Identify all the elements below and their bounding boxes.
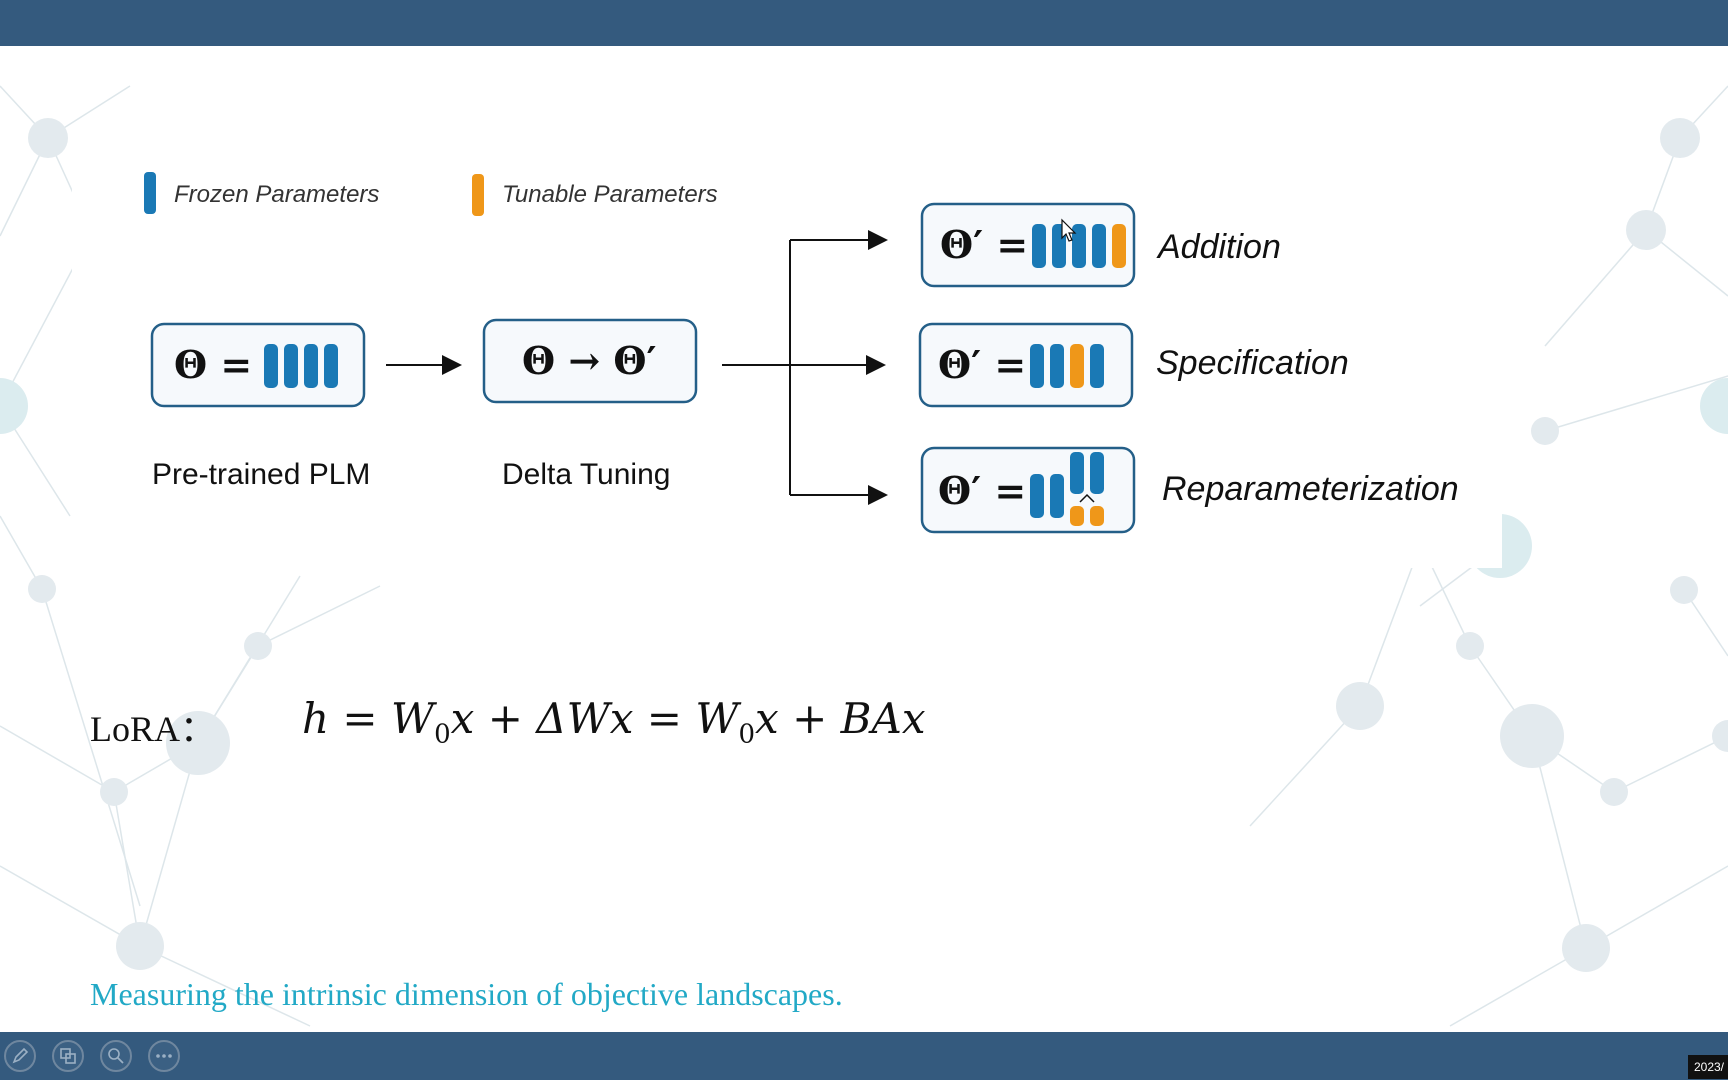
plm-caption: Pre-trained PLM <box>152 458 370 491</box>
frozen-legend-swatch <box>144 172 156 214</box>
mouse-cursor-icon <box>1061 218 1077 242</box>
frozen-legend-label: Frozen Parameters <box>174 181 379 208</box>
specification-box-label: Θ′ = <box>938 342 1026 387</box>
reference-link[interactable]: Measuring the intrinsic dimension of obj… <box>90 976 843 1012</box>
addition-bars <box>1032 224 1126 268</box>
formula-subscript-1: 0 <box>434 719 451 750</box>
lora-label: LoRA： <box>90 709 217 749</box>
method-specification: Specification <box>1156 344 1349 382</box>
presentation-toolbar <box>0 1032 1728 1080</box>
pen-icon <box>12 1047 29 1064</box>
plm-box-label: Θ = <box>174 342 252 387</box>
formula-part-3: x + BAx <box>755 694 926 743</box>
formula-subscript-2: 0 <box>738 719 756 750</box>
zoom-button[interactable] <box>100 1040 132 1072</box>
plm-frozen-bars <box>264 344 338 388</box>
delta-tuning-diagram: Frozen Parameters Tunable Parameters Θ =… <box>144 172 1459 534</box>
presentation-top-bar <box>0 0 1728 46</box>
slides-icon <box>60 1048 76 1064</box>
more-button[interactable] <box>148 1040 180 1072</box>
lora-formula: h = W0x + ΔWx = W0x + BAx <box>302 694 926 749</box>
zoom-icon <box>108 1048 124 1064</box>
tunable-legend-swatch <box>472 174 484 216</box>
pen-button[interactable] <box>4 1040 36 1072</box>
delta-box <box>482 318 698 404</box>
slides-button[interactable] <box>52 1040 84 1072</box>
formula-part-2: x + ΔWx = W <box>450 694 739 743</box>
method-reparameterization: Reparameterization <box>1162 470 1459 508</box>
delta-tuning-figure: Frozen Parameters Tunable Parameters Θ =… <box>72 150 1502 568</box>
reparameterization-bars <box>1030 452 1104 526</box>
tunable-legend-label: Tunable Parameters <box>502 181 718 208</box>
branch-arrows <box>722 230 888 505</box>
clock-date: 2023/ <box>1687 1055 1728 1079</box>
addition-box-label: Θ′ = <box>940 222 1028 267</box>
delta-caption: Delta Tuning <box>502 458 670 491</box>
method-addition: Addition <box>1156 228 1281 266</box>
delta-box-label: Θ → Θ′ <box>522 338 657 383</box>
more-icon <box>156 1054 172 1058</box>
specification-bars <box>1030 344 1104 388</box>
network-background <box>0 85 1728 1027</box>
formula-part-1: h = W <box>302 694 435 743</box>
reparameterization-box-label: Θ′ = <box>938 468 1026 513</box>
